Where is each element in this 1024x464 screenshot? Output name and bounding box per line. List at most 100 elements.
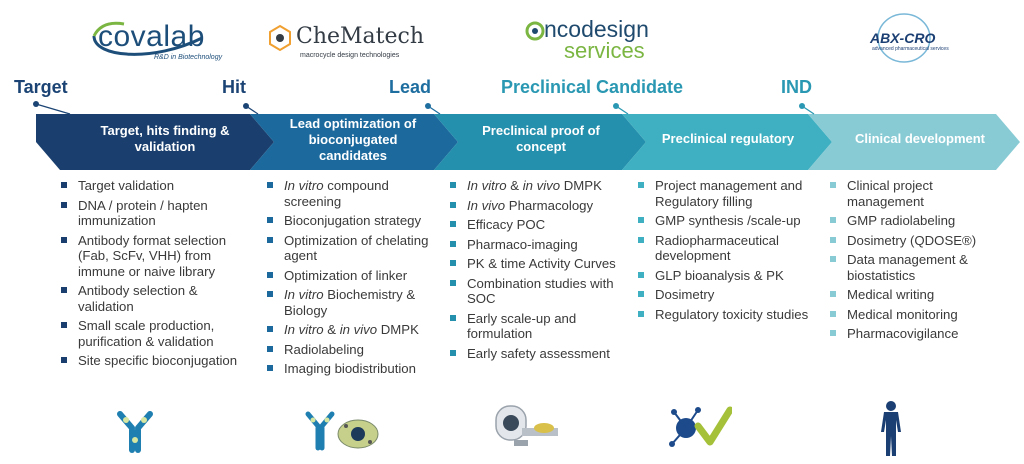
activity-text: Project management and Regulatory fillin…	[655, 178, 809, 209]
activity-item: Combination studies with SOC	[449, 276, 621, 307]
activity-item: Data management & biostatistics	[829, 252, 1009, 283]
milestone-lead: Lead	[389, 77, 432, 97]
activity-item: Regulatory toxicity studies	[637, 307, 809, 323]
activity-text-plain: Data management & biostatistics	[847, 252, 968, 283]
activity-text-plain: PK & time Activity Curves	[467, 256, 616, 271]
stage-1-label: Target, hits finding & validation	[100, 123, 230, 154]
activity-text-ital: In vitro	[284, 178, 324, 193]
activity-item: Optimization of chelating agent	[266, 233, 434, 264]
activity-text-plain: Pharmaco-imaging	[467, 236, 578, 252]
abx-cro-logo: ABX-CRO advanced pharmaceutical services	[862, 12, 952, 63]
activity-item: Small scale production, purification & v…	[60, 318, 248, 349]
bullet-square-icon	[830, 236, 836, 243]
activity-text-plain: Radiolabeling	[284, 341, 364, 357]
activity-text-plain: Antibody selection & validation	[78, 283, 198, 314]
bullet-square-icon	[450, 260, 456, 266]
activity-text: Antibody format selection (Fab, ScFv, VH…	[78, 233, 248, 280]
activity-item: Early scale-up and formulation	[449, 311, 621, 342]
activity-text: Optimization of linker	[284, 268, 434, 284]
activity-item: In vitro & in vivo DMPK	[449, 178, 621, 194]
activity-text-rest: Biochemistry & Biology	[284, 287, 416, 318]
activity-text-ital: In vitro	[467, 178, 507, 193]
bullet-square-icon	[450, 279, 456, 286]
activity-text-plain: Antibody format selection (Fab, ScFv, VH…	[78, 232, 227, 279]
bullet-square-icon	[267, 217, 273, 223]
activity-item: Efficacy POC	[449, 217, 621, 233]
activity-text: Medical monitoring	[847, 307, 1009, 323]
milestone-preclinical-candidate: Preclinical Candidate	[501, 77, 684, 97]
oncodesign-name: ncodesign	[544, 16, 649, 43]
activity-text-rest: compound screening	[284, 178, 389, 209]
activity-text-rest: DMPK	[560, 178, 602, 193]
covalab-logo: covalab R&D in Biotechnology	[84, 14, 224, 64]
activity-text: Early safety assessment	[467, 346, 621, 362]
abx-cro-ring-icon	[877, 13, 931, 63]
activity-item: Early safety assessment	[449, 346, 621, 362]
stage-3-label: Preclinical proof of concept	[482, 123, 600, 154]
activity-item: In vitro Biochemistry & Biology	[266, 287, 434, 318]
activity-text-plain: Medical writing	[847, 287, 935, 302]
stage-2-label: Lead optimization of bioconjugated candi…	[289, 116, 417, 163]
chematech-logo: CheMatech macrocycle design technologies	[268, 14, 424, 64]
activity-item: PK & time Activity Curves	[449, 256, 621, 272]
activity-text: Pharmacovigilance	[847, 326, 1009, 342]
milestone-hit: Hit	[222, 77, 246, 97]
bullet-square-icon	[830, 256, 836, 262]
activity-text-plain: Project management and Regulatory fillin…	[655, 178, 803, 209]
activity-item: GMP radiolabeling	[829, 213, 1009, 229]
bullet-square-icon	[450, 240, 456, 247]
activity-text: GLP bioanalysis & PK	[655, 268, 809, 284]
chematech-hexagon-icon	[269, 24, 291, 52]
activity-item: Radiolabeling	[266, 342, 434, 358]
bullet-square-icon	[267, 182, 273, 188]
activity-text: In vivo Pharmacology	[467, 198, 621, 214]
activity-item: Pharmacovigilance	[829, 326, 1009, 342]
stage-5-label: Clinical development	[854, 131, 986, 146]
activity-item: In vitro compound screening	[266, 178, 434, 209]
covalab-tagline: R&D in Biotechnology	[154, 54, 223, 61]
bullet-square-icon	[450, 182, 456, 188]
chematech-tagline: macrocycle design technologies	[300, 52, 400, 59]
activity-item: In vivo Pharmacology	[449, 198, 621, 214]
activity-text-plain: Optimization of linker	[284, 267, 408, 283]
activity-text: Efficacy POC	[467, 217, 621, 233]
milestone-ind: IND	[781, 77, 812, 97]
activity-text-plain: Dosimetry (QDOSE®)	[847, 232, 977, 248]
activity-text-plain: GLP bioanalysis & PK	[655, 267, 784, 283]
bullet-square-icon	[267, 345, 273, 352]
activity-item: DNA / protein / hapten immunization	[60, 198, 248, 229]
activity-item: Pharmaco-imaging	[449, 237, 621, 253]
bullet-square-icon	[61, 182, 67, 188]
activity-text-ital: In vitro	[284, 322, 324, 337]
bullet-square-icon	[830, 291, 836, 297]
activity-item: Bioconjugation strategy	[266, 213, 434, 229]
activity-text: Radiolabeling	[284, 342, 434, 358]
activity-text: GMP synthesis /scale-up	[655, 213, 809, 229]
bullet-square-icon	[830, 217, 836, 223]
activity-text-plain: Combination studies with SOC	[467, 275, 614, 307]
activity-text-plain: GMP radiolabeling	[847, 213, 956, 228]
bullet-square-icon	[830, 182, 836, 188]
bullet-square-icon	[450, 349, 456, 356]
bullet-square-icon	[61, 287, 67, 293]
activity-text-plain: Early scale-up and formulation	[467, 310, 577, 342]
stage-5-chevron	[808, 114, 1020, 170]
activity-item: Dosimetry	[637, 287, 809, 303]
activity-text: Small scale production, purification & v…	[78, 318, 248, 349]
bullet-square-icon	[450, 221, 456, 227]
bullet-square-icon	[638, 182, 644, 188]
stage-4-activities: Project management and Regulatory fillin…	[637, 178, 809, 326]
activity-text: Optimization of chelating agent	[284, 233, 434, 264]
pipeline-arrow-band	[33, 101, 1020, 170]
activity-item: Antibody format selection (Fab, ScFv, VH…	[60, 233, 248, 280]
bullet-square-icon	[267, 291, 273, 297]
milestone-target: Target	[14, 77, 68, 97]
bullet-square-icon	[638, 217, 644, 223]
activity-item: Clinical project management	[829, 178, 1009, 209]
activity-item: Medical monitoring	[829, 307, 1009, 323]
activity-text-plain: GMP synthesis /scale-up	[655, 213, 801, 228]
milestone-dot-ind	[799, 103, 805, 109]
activity-item: Medical writing	[829, 287, 1009, 303]
activity-text: DNA / protein / hapten immunization	[78, 198, 248, 229]
activity-text-plain: Optimization of chelating agent	[284, 232, 429, 264]
